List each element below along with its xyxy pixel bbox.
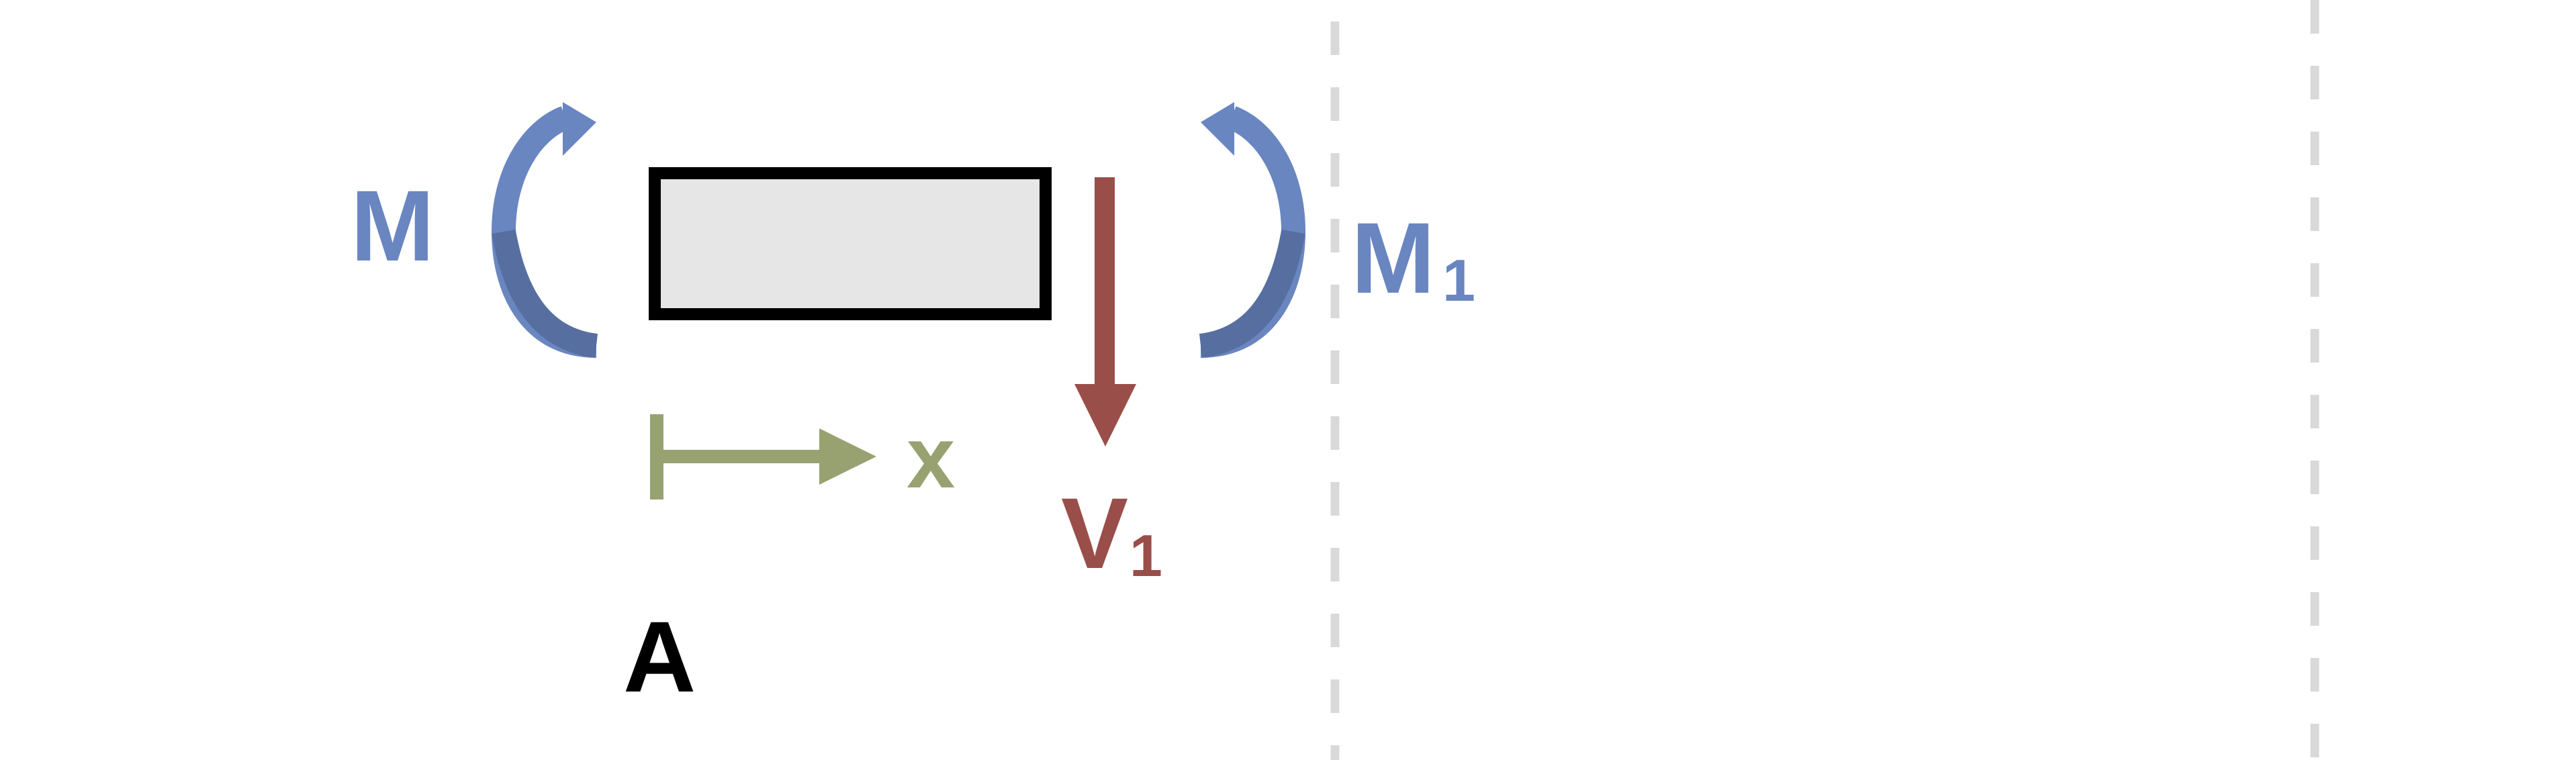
- shear-arrow: [1074, 177, 1136, 446]
- moment-arrow-right-head: [1201, 102, 1234, 156]
- shear-label: V: [1061, 477, 1128, 589]
- moment-arrow-right: [1199, 102, 1306, 358]
- moment-label-right: M: [1351, 201, 1435, 314]
- moment-label-left: M: [351, 169, 434, 282]
- moment-label-right-subscript: 1: [1442, 247, 1475, 314]
- beam-segment: [649, 167, 1052, 320]
- moment-arrow-left-head: [563, 102, 596, 156]
- x-axis-arrow: [650, 414, 876, 500]
- x-axis-arrow-head: [819, 428, 876, 485]
- moment-arrow-left: [491, 102, 598, 358]
- shear-label-subscript: 1: [1130, 522, 1162, 589]
- axis-label-x: x: [907, 408, 955, 506]
- point-label-a: A: [623, 600, 696, 713]
- shear-arrow-head: [1074, 384, 1136, 446]
